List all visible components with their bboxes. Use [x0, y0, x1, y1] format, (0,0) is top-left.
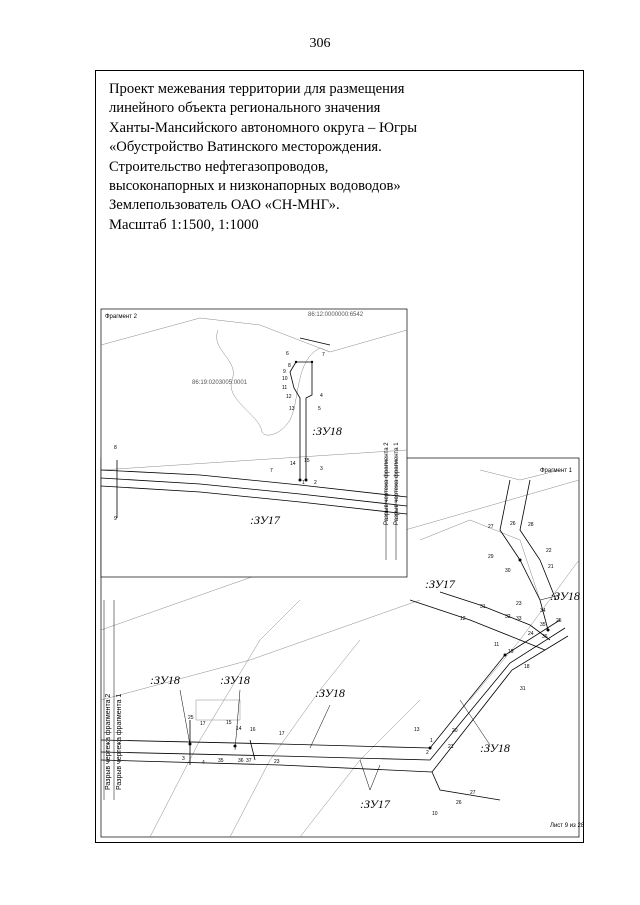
fragment2-frame — [100, 308, 408, 578]
point-label: 3 — [320, 466, 323, 472]
title-line: Ханты-Мансийского автономного округа – Ю… — [109, 119, 418, 136]
point-label: 15 — [226, 720, 232, 726]
point-label: 7 — [270, 468, 273, 474]
point-markers — [188, 360, 550, 750]
point-label: 27 — [488, 524, 494, 530]
zone-label: :ЗУ18 — [312, 424, 342, 438]
point-label: 1 — [430, 738, 433, 744]
break-label: Разрыв чертежа фрагмента 1 — [116, 694, 123, 790]
point-label: 15 — [304, 458, 310, 464]
point-label: 14 — [236, 726, 242, 732]
sheet-number: Лист 9 из 28 — [550, 823, 585, 829]
page-number: 306 — [309, 36, 331, 51]
title-line: линейного объекта регионального значения — [109, 100, 381, 117]
zone-label: :ЗУ17 — [425, 577, 456, 591]
zone-label: :ЗУ18 — [150, 673, 180, 687]
cadastre-number: 86:19:0203005:0001 — [192, 380, 248, 386]
project-title: Проект межевания территории для размещен… — [109, 80, 569, 235]
point-label: 23 — [516, 601, 522, 607]
zone-label: :ЗУ18 — [220, 673, 250, 687]
point-label: 29 — [488, 554, 494, 560]
point-label: 22 — [546, 548, 552, 554]
point-label: 5 — [318, 406, 321, 412]
point-label: 10 — [432, 811, 438, 817]
point-label: 26 — [510, 521, 516, 527]
point-label: 30 — [505, 568, 511, 574]
point-label: 2 — [426, 750, 429, 756]
point-label: 25 — [556, 618, 562, 624]
point-label: 28 — [528, 522, 534, 528]
title-line: Проект межевания территории для размещен… — [109, 81, 405, 97]
point-label: 4 — [320, 393, 323, 399]
title-line: Масштаб 1:1500, 1:1000 — [109, 216, 259, 233]
point-label: 3 — [182, 756, 185, 762]
cadastre-number: 86:12:0000000:6542 — [308, 312, 364, 318]
zone-label: :ЗУ18 — [315, 686, 345, 700]
point-label: 21 — [548, 564, 554, 570]
point-label: 17 — [200, 721, 206, 727]
point-label: 32 — [505, 614, 511, 620]
point-label: 9 — [283, 369, 286, 375]
fragment2-title: Фрагмент 2 — [105, 314, 138, 320]
point-label: 4 — [202, 760, 205, 766]
point-label: 11 — [494, 642, 499, 648]
fragment1-title: Фрагмент 1 — [540, 468, 573, 474]
point-label: 17 — [279, 731, 285, 737]
point-label: 34 — [540, 608, 546, 614]
zone-label: :ЗУ17 — [360, 797, 391, 811]
point-label: 27 — [470, 790, 476, 796]
point-label: 16 — [250, 727, 256, 733]
point-label: 21 — [448, 744, 454, 750]
point-label: 35 — [218, 758, 224, 764]
point-label: 31 — [480, 604, 486, 610]
point-label: 25 — [188, 715, 194, 721]
title-line: высоконапорных и низконапорных водоводов… — [109, 178, 401, 195]
point-label: 10 — [282, 376, 288, 382]
point-label: 19 — [508, 649, 514, 655]
point-label: 20 — [452, 728, 458, 734]
point-label: 23 — [274, 759, 280, 765]
point-label: 26 — [456, 800, 462, 806]
drawing-frame — [95, 70, 584, 843]
title-line: Землепользователь ОАО «СН-МНГ». — [109, 197, 340, 214]
point-label: 12 — [460, 616, 466, 622]
point-label: 24 — [528, 631, 534, 637]
point-label: 2 — [314, 480, 317, 486]
break-label: Разрыв чертежа фрагмента 2 — [384, 442, 390, 525]
fragment2-corridor — [100, 337, 408, 518]
point-label: 6 — [286, 351, 289, 357]
point-label: 14 — [290, 461, 296, 467]
break-label: Разрыв чертежа фрагмента 1 — [394, 442, 400, 525]
point-label: 13 — [414, 727, 420, 733]
point-label: 8 — [288, 363, 291, 369]
point-label: 37 — [246, 758, 252, 764]
point-label: 35 — [540, 622, 546, 628]
point-label: 36 — [238, 758, 244, 764]
fragment2-parcels — [100, 317, 408, 471]
zone-label: :ЗУ18 — [480, 741, 510, 755]
point-label: 1 — [302, 480, 305, 486]
break-label: Разрыв чертежа фрагмента 2 — [105, 694, 112, 790]
point-label: 18 — [524, 664, 530, 670]
point-label: 13 — [289, 406, 295, 412]
zone-label: :ЗУ18 — [550, 589, 580, 603]
point-label: 36 — [542, 634, 548, 640]
point-label: 9 — [114, 516, 117, 522]
point-label: 31 — [520, 686, 526, 692]
point-label: 8 — [114, 445, 117, 451]
point-label: 33 — [516, 616, 522, 622]
point-label: 7 — [322, 352, 325, 358]
zone-label: :ЗУ17 — [250, 513, 281, 527]
point-label: 12 — [286, 394, 292, 400]
title-line: «Обустройство Ватинского месторождения. — [109, 139, 382, 156]
title-line: Строительство нефтегазопроводов, — [109, 158, 329, 175]
point-label: 11 — [282, 385, 287, 391]
